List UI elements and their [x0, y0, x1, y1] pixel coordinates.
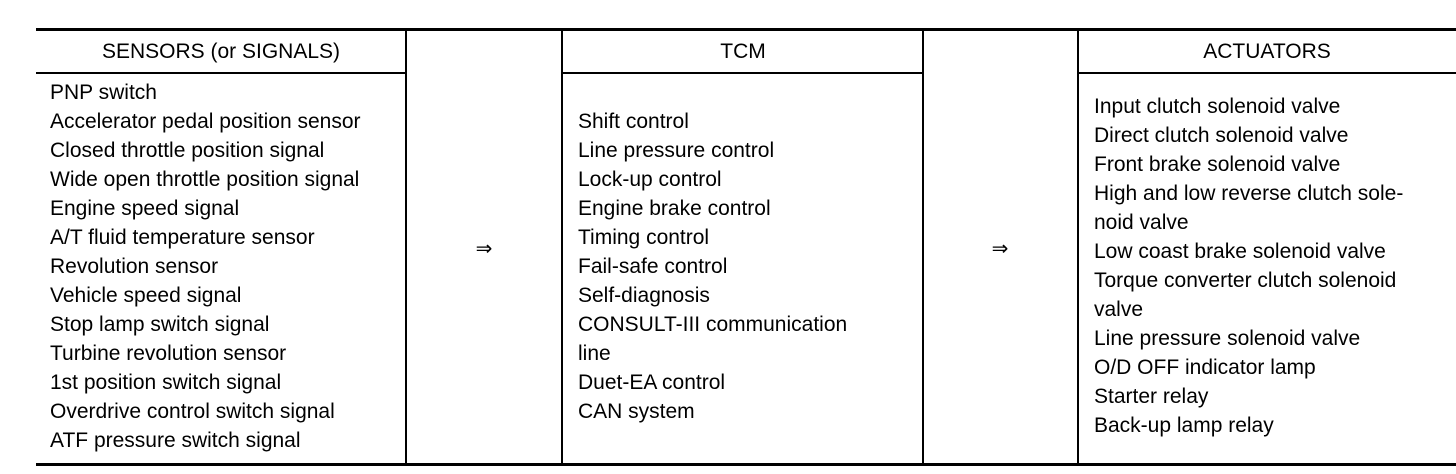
list-item: Wide open throttle position signal — [50, 168, 360, 191]
list-item: Timing control — [578, 226, 710, 249]
list-item: Engine brake control — [578, 197, 771, 220]
list-item: Shift control — [578, 110, 689, 133]
column-divider-1 — [405, 31, 407, 463]
list-item: Closed throttle position signal — [50, 139, 325, 162]
tcm-header: TCM — [720, 40, 766, 63]
list-item: Turbine revolution sensor — [50, 342, 287, 365]
list-item: Duet-EA control — [578, 371, 726, 394]
list-item: line — [578, 342, 611, 365]
list-item: Overdrive control switch signal — [50, 400, 335, 423]
column-divider-3 — [922, 31, 924, 463]
list-item: Input clutch solenoid valve — [1094, 95, 1341, 118]
list-item: Front brake solenoid valve — [1094, 153, 1341, 176]
list-item: Self-diagnosis — [578, 284, 710, 307]
arrow-right-icon: ⇒ — [475, 236, 493, 260]
list-item: Line pressure control — [578, 139, 775, 162]
list-item: Vehicle speed signal — [50, 284, 242, 307]
list-item: Engine speed signal — [50, 197, 240, 220]
list-item: O/D OFF indicator lamp — [1094, 356, 1316, 379]
list-item: Direct clutch solenoid valve — [1094, 124, 1349, 147]
arrow-right-icon: ⇒ — [991, 236, 1009, 260]
list-item: Back-up lamp relay — [1094, 414, 1274, 437]
list-item: ATF pressure switch signal — [50, 429, 301, 452]
list-item: PNP switch — [50, 81, 157, 104]
list-item: noid valve — [1094, 211, 1189, 234]
column-divider-2 — [561, 31, 563, 463]
list-item: Accelerator pedal position sensor — [50, 110, 361, 133]
tcm-functions-list: Shift control Line pressure control Lock… — [578, 107, 847, 426]
list-item: A/T fluid temperature sensor — [50, 226, 315, 249]
list-item: Starter relay — [1094, 385, 1209, 408]
sensors-list: PNP switch Accelerator pedal position se… — [50, 78, 361, 455]
list-item: Lock-up control — [578, 168, 722, 191]
actuators-header: ACTUATORS — [1203, 40, 1331, 63]
sensors-header-rule — [36, 72, 406, 74]
list-item: Fail-safe control — [578, 255, 728, 278]
list-item: Line pressure solenoid valve — [1094, 327, 1361, 350]
column-divider-4 — [1077, 31, 1079, 463]
tcm-header-rule — [562, 72, 924, 74]
list-item: 1st position switch signal — [50, 371, 282, 394]
list-item: Torque converter clutch solenoid — [1094, 269, 1397, 292]
list-item: CAN system — [578, 400, 695, 423]
actuators-list: Input clutch solenoid valve Direct clutc… — [1094, 92, 1403, 440]
list-item: High and low reverse clutch sole- — [1094, 182, 1404, 205]
list-item: Stop lamp switch signal — [50, 313, 270, 336]
table-bottom-rule — [36, 463, 1456, 466]
list-item: Low coast brake solenoid valve — [1094, 240, 1386, 263]
control-system-table: SENSORS (or SIGNALS) TCM ACTUATORS PNP s… — [36, 28, 1456, 468]
actuators-header-rule — [1078, 72, 1456, 74]
sensors-header: SENSORS (or SIGNALS) — [101, 40, 341, 63]
list-item: Revolution sensor — [50, 255, 219, 278]
list-item: valve — [1094, 298, 1144, 321]
table-top-rule — [36, 28, 1456, 31]
list-item: CONSULT-III communication — [578, 313, 848, 336]
